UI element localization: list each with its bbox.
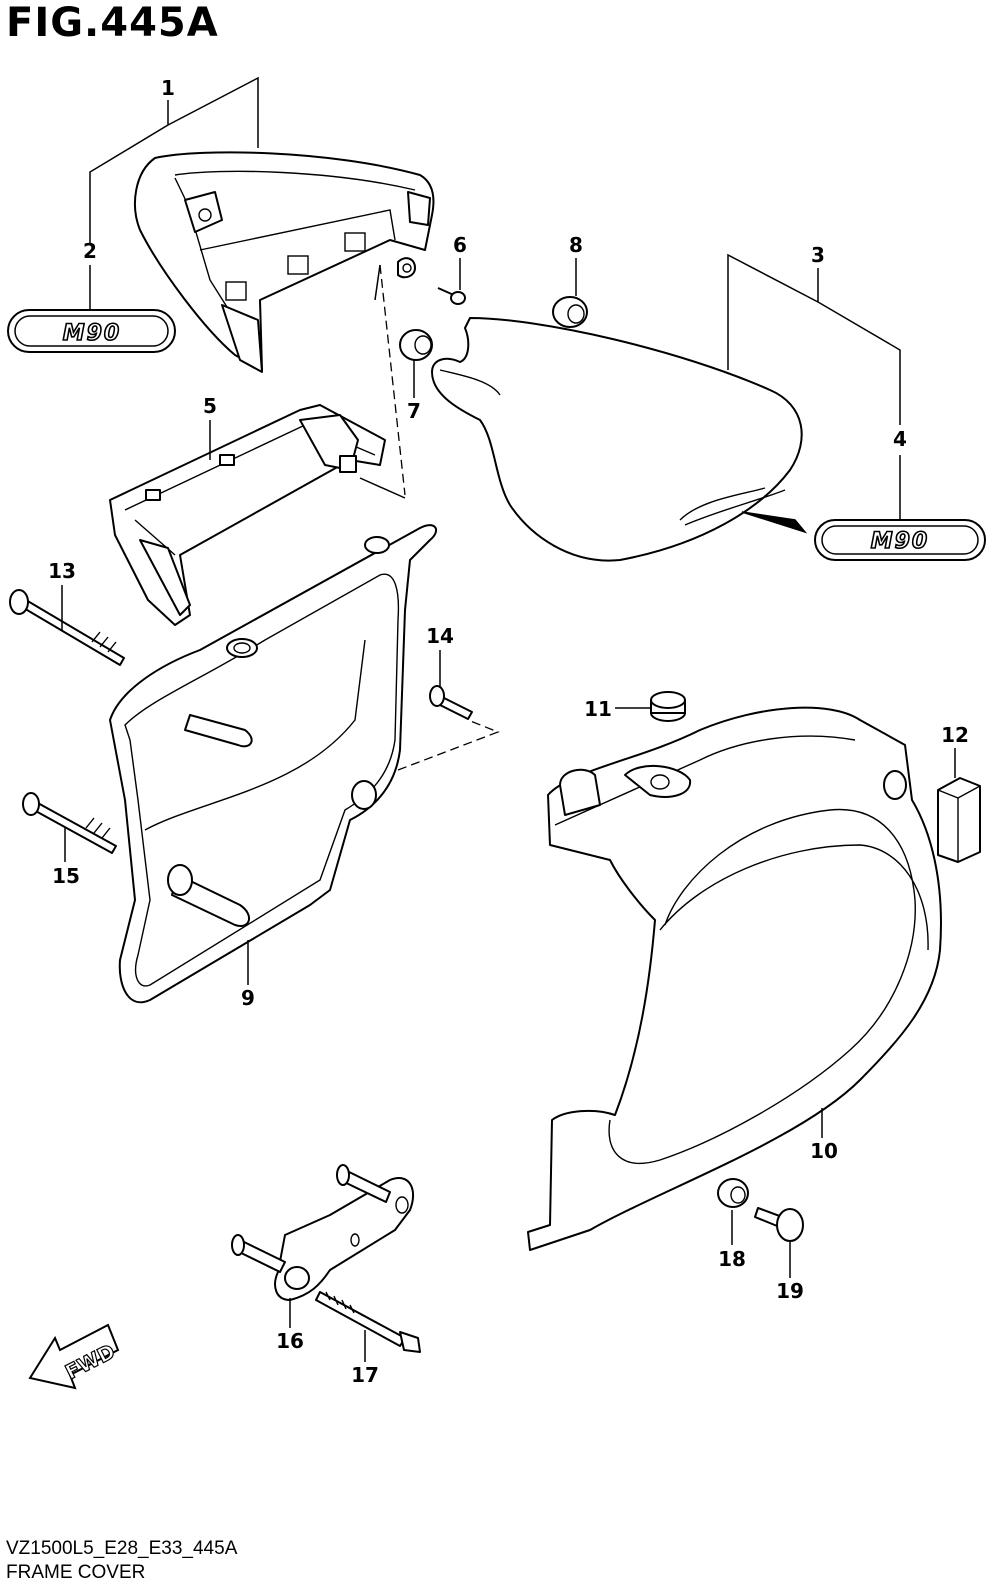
part-7-grommet[interactable]	[399, 329, 433, 361]
figure-title: FIG.445A	[6, 0, 219, 46]
part-18-grommet[interactable]	[717, 1178, 749, 1208]
callout-10: 10	[810, 1139, 838, 1163]
fwd-arrow-badge: FWD	[28, 1323, 119, 1390]
part-16-bracket[interactable]	[231, 1164, 415, 1301]
callout-7: 7	[407, 399, 421, 423]
callout-9: 9	[241, 986, 255, 1010]
part-5-bracket[interactable]	[109, 404, 386, 626]
callout-8: 8	[569, 233, 583, 257]
part-10-lower-cover[interactable]	[527, 706, 942, 1251]
model-code: VZ1500L5_E28_E33_445A	[6, 1538, 238, 1559]
callout-15: 15	[52, 864, 80, 888]
callout-5: 5	[203, 394, 217, 418]
part-8-grommet[interactable]	[552, 296, 588, 328]
callout-6: 6	[453, 233, 467, 257]
part-17-bolt[interactable]	[315, 1291, 421, 1353]
part-15-bolt[interactable]	[22, 792, 117, 854]
part-11-grommet[interactable]	[650, 691, 686, 722]
callout-19: 19	[776, 1279, 804, 1303]
part-13-bolt[interactable]	[9, 589, 125, 666]
callout-14: 14	[426, 624, 454, 648]
callout-numbers: 1 2 3 4 5 6 7 8 9 10 11 12 13 14 15 16 1…	[48, 76, 969, 1387]
part-1-left-frame-cover[interactable]	[134, 151, 435, 373]
callout-2: 2	[83, 239, 97, 263]
alignment-lines	[359, 264, 500, 771]
callout-18: 18	[718, 1247, 746, 1271]
part-2-emblem-left[interactable]: M90	[7, 309, 176, 353]
callout-11: 11	[584, 697, 612, 721]
part-4-emblem-right[interactable]: M90	[741, 511, 986, 561]
leader-lines	[61, 76, 956, 1362]
part-19-bolt[interactable]	[754, 1207, 804, 1242]
section-name: FRAME COVER	[6, 1562, 146, 1583]
callout-1: 1	[161, 76, 175, 100]
callout-4: 4	[893, 427, 907, 451]
callout-12: 12	[941, 723, 969, 747]
callout-3: 3	[811, 243, 825, 267]
emblem-text-left: M90	[63, 321, 122, 346]
part-3-right-side-cover[interactable]	[431, 317, 803, 562]
part-6-screw[interactable]	[437, 287, 466, 305]
emblem-text-right: M90	[871, 529, 930, 554]
callout-16: 16	[276, 1329, 304, 1353]
part-12-pad[interactable]	[937, 777, 981, 863]
callout-17: 17	[351, 1363, 379, 1387]
part-14-bolt[interactable]	[429, 685, 473, 720]
callout-13: 13	[48, 559, 76, 583]
part-9-side-frame-cover[interactable]	[109, 524, 438, 1004]
